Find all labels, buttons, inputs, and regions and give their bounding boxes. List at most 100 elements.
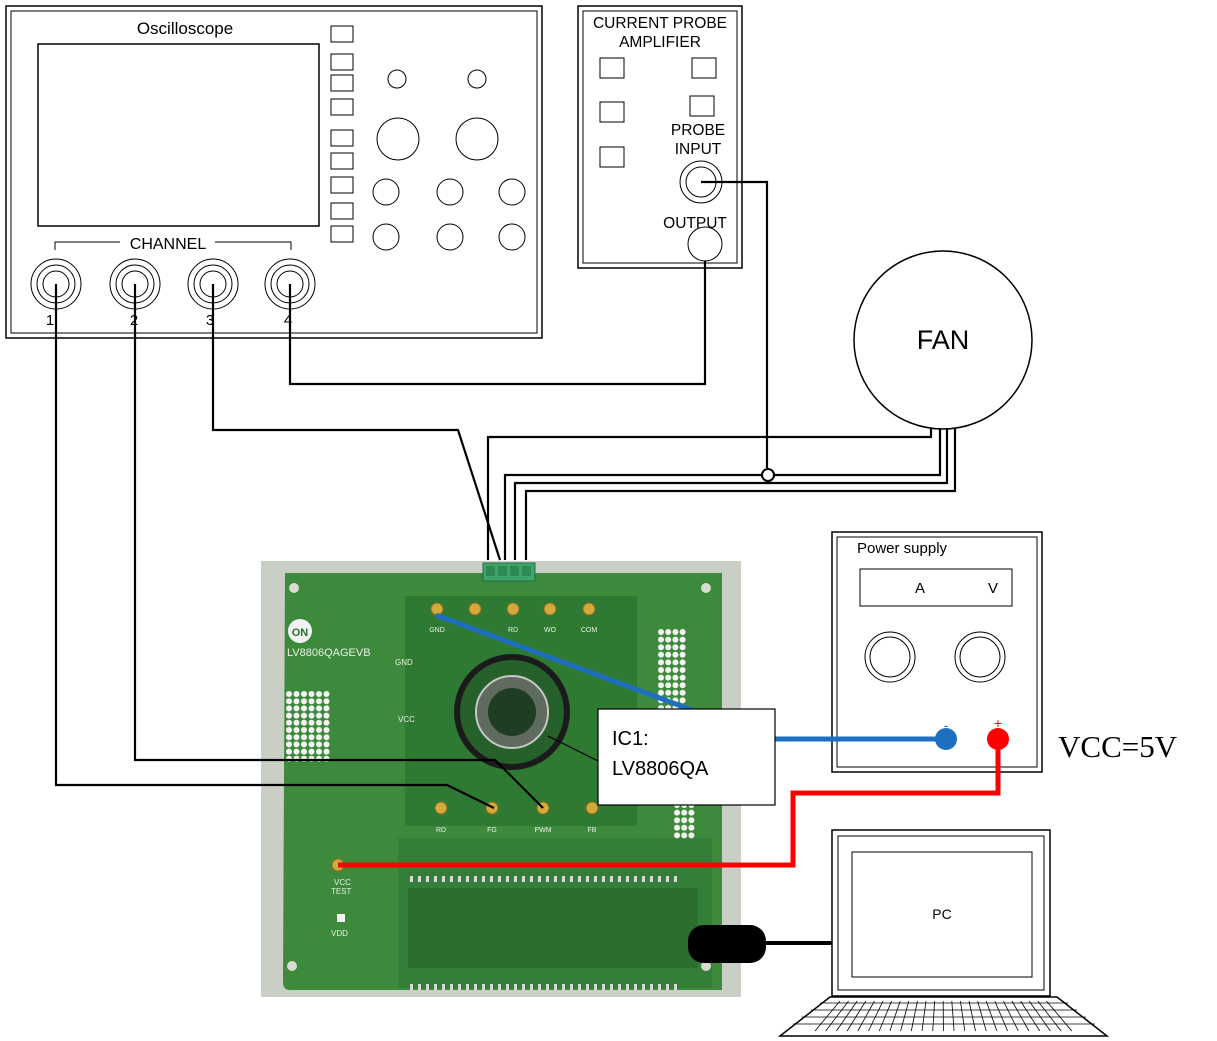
header-pin [418,876,421,882]
amplifier-button[interactable] [690,96,714,116]
large-knob[interactable] [456,118,498,160]
menu-button[interactable] [331,99,353,115]
test-pin[interactable] [435,802,447,814]
knob[interactable] [499,224,525,250]
menu-button[interactable] [331,153,353,169]
current-knob[interactable] [865,632,915,682]
header-pin [490,984,493,990]
perf-hole [309,734,315,740]
perf-hole [301,727,307,733]
amplifier-button[interactable] [600,102,624,122]
on-logo-text: ON [292,627,309,639]
pcb-lower-plane [408,888,698,968]
perf-hole [658,637,664,643]
test-pin[interactable] [583,603,595,615]
amplifier-button[interactable] [600,58,624,78]
test-pin[interactable] [507,603,519,615]
plus-terminal[interactable] [987,728,1009,750]
board-name: LV8806QAGEVB [287,647,371,659]
terminal-screw [498,566,507,576]
perf-hole [286,713,292,719]
perf-hole [316,734,322,740]
header-pin [642,984,645,990]
amplifier-button[interactable] [600,147,624,167]
header-pin [618,984,621,990]
menu-button[interactable] [331,177,353,193]
knob[interactable] [373,179,399,205]
perf-hole [665,637,671,643]
test-pin[interactable] [544,603,556,615]
header-pin [594,984,597,990]
knob[interactable] [437,224,463,250]
terminal-screw [522,566,531,576]
output-label: OUTPUT [663,215,727,232]
oscilloscope-screen [38,44,319,226]
header-pin [410,876,413,882]
header-pin [434,876,437,882]
menu-button[interactable] [331,54,353,70]
test-pin[interactable] [469,603,481,615]
knob[interactable] [373,224,399,250]
current-probe-amplifier: CURRENT PROBE AMPLIFIER PROBE INPUT OUTP… [578,6,742,268]
header-pin [650,984,653,990]
perf-hole [680,667,686,673]
perf-hole [665,675,671,681]
menu-button[interactable] [331,203,353,219]
menu-button[interactable] [331,26,353,42]
pin-label: GND [429,627,445,634]
header-pin [634,984,637,990]
header-pin [514,984,517,990]
perf-hole [309,705,315,711]
perf-hole [324,727,330,733]
header-pin [602,876,605,882]
perf-hole [309,698,315,704]
knob[interactable] [437,179,463,205]
header-pin [418,984,421,990]
callout-line2: LV8806QA [612,758,709,780]
perf-hole [658,652,664,658]
pin-label: WO [544,627,557,634]
amplifier-button[interactable] [692,58,716,78]
perf-hole [301,720,307,726]
perf-hole [688,817,694,823]
menu-button[interactable] [331,130,353,146]
screw-hole [289,583,299,593]
test-pin[interactable] [586,802,598,814]
vcc-value-label: VCC=5V [1058,729,1178,764]
large-knob[interactable] [377,118,419,160]
amplifier-title-line2: AMPLIFIER [619,34,701,51]
board-gnd-label: GND [395,658,413,667]
perf-hole [286,705,292,711]
output-connector[interactable] [688,227,722,261]
perf-hole [316,741,322,747]
perf-hole [672,659,678,665]
perf-hole [316,713,322,719]
perf-hole [316,749,322,755]
header-pin [578,984,581,990]
perf-hole [680,690,686,696]
usb-plug [688,925,766,963]
perf-hole [672,644,678,650]
fan: FAN [854,251,1032,429]
pc: PC [780,830,1107,1036]
perf-hole [680,652,686,658]
header-pin [610,984,613,990]
header-pin [498,876,501,882]
menu-button[interactable] [331,75,353,91]
menu-button[interactable] [331,226,353,242]
header-pin [482,984,485,990]
knob[interactable] [499,179,525,205]
minus-terminal[interactable] [935,728,957,750]
perf-hole [286,691,292,697]
header-pin [554,984,557,990]
voltage-knob[interactable] [955,632,1005,682]
perf-hole [286,698,292,704]
small-knob[interactable] [468,70,486,88]
small-knob[interactable] [388,70,406,88]
perf-hole [294,749,300,755]
probe-input-label-line1: PROBE [671,122,725,139]
perf-hole [324,749,330,755]
perf-hole [324,720,330,726]
callout-line1: IC1: [612,728,649,750]
